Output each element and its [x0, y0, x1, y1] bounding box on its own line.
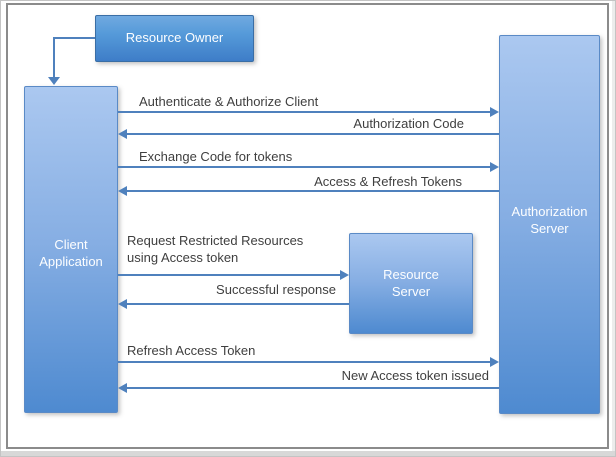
authorization-server-label: Authorization Server: [511, 204, 588, 236]
client-application-label: Client Application: [39, 237, 103, 269]
arrowhead-right-icon: [490, 162, 499, 172]
flow-label-successful-response: Successful response: [216, 282, 336, 297]
resource-server-box: Resource Server: [349, 233, 473, 334]
authorization-server-box: Authorization Server: [499, 35, 600, 414]
arrowhead-left-icon: [118, 129, 127, 139]
right-margin-strip: [612, 1, 615, 456]
owner-to-client-arrowhead-icon: [48, 77, 60, 85]
client-application-box: Client Application: [24, 86, 118, 413]
flow-label-request-restricted-resources: Request Restricted Resources using Acces…: [127, 233, 304, 265]
arrow-refresh-access-token: [118, 357, 499, 367]
arrowhead-left-icon: [118, 186, 127, 196]
owner-to-client-connector-vertical: [53, 37, 55, 78]
arrowhead-left-icon: [118, 299, 127, 309]
arrow-exchange-code-for-tokens: [118, 162, 499, 172]
bottom-margin-strip: [1, 451, 615, 456]
arrow-authorization-code: [118, 129, 499, 139]
arrow-authenticate-authorize-client: [118, 107, 499, 117]
resource-server-label: Resource Server: [383, 266, 439, 299]
flow-label-exchange-code-for-tokens: Exchange Code for tokens: [139, 149, 293, 164]
arrow-request-restricted-resources: [118, 270, 349, 280]
arrowhead-right-icon: [340, 270, 349, 280]
owner-to-client-connector-horizontal: [53, 37, 95, 39]
flow-label-access-refresh-tokens: Access & Refresh Tokens: [314, 174, 462, 189]
arrowhead-right-icon: [490, 107, 499, 117]
flow-label-authenticate-authorize-client: Authenticate & Authorize Client: [139, 94, 319, 109]
resource-owner-label: Resource Owner: [125, 30, 224, 46]
flow-label-refresh-access-token: Refresh Access Token: [127, 343, 256, 358]
arrowhead-left-icon: [118, 383, 127, 393]
resource-owner-box: Resource Owner: [95, 15, 254, 62]
flow-label-authorization-code: Authorization Code: [353, 116, 464, 131]
arrow-new-access-token-issued: [118, 383, 499, 393]
arrowhead-right-icon: [490, 357, 499, 367]
arrow-successful-response: [118, 299, 349, 309]
flow-label-new-access-token-issued: New Access token issued: [341, 368, 489, 383]
arrow-access-refresh-tokens: [118, 186, 499, 196]
